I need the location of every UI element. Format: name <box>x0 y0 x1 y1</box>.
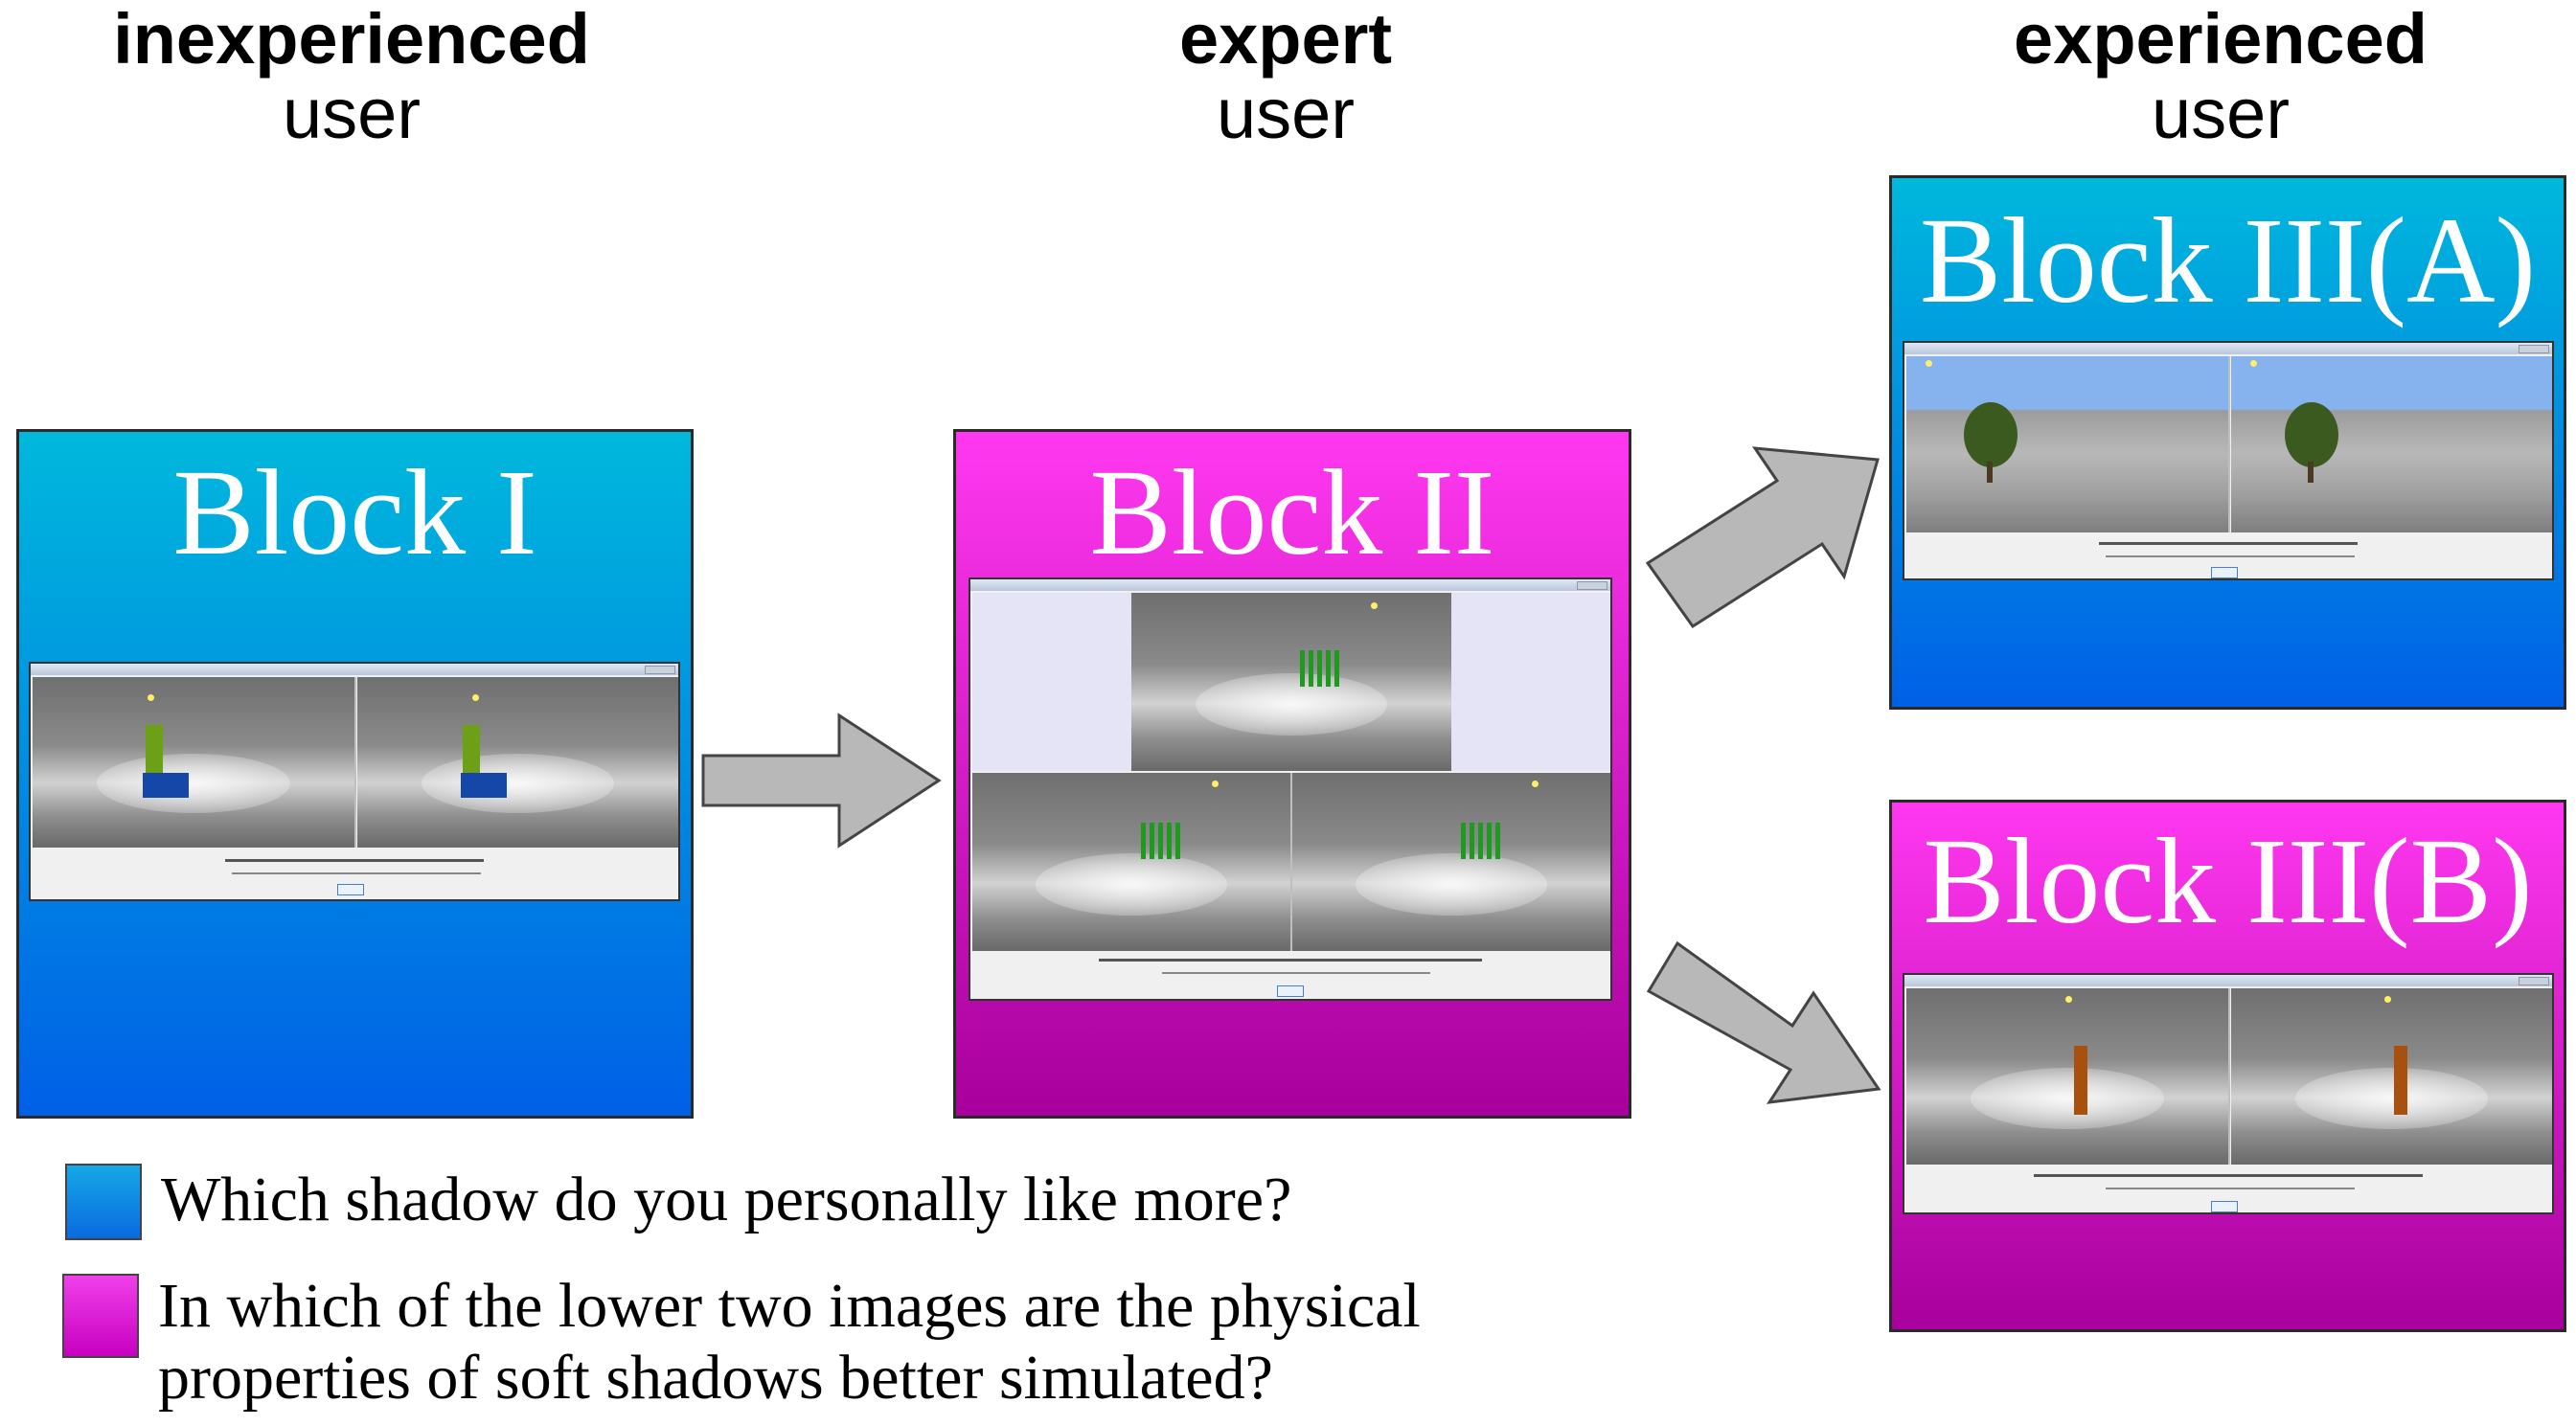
block-3a: Block III(A) <box>1889 175 2566 710</box>
arrow-block2-to-block3a <box>1645 446 1880 629</box>
ok-button <box>1277 985 1304 997</box>
ok-button <box>2211 567 2238 578</box>
arrow-block2-to-block3b <box>1646 940 1881 1104</box>
window-titlebar <box>1904 975 2552 986</box>
light-source <box>1532 781 1539 787</box>
green-fence <box>1300 650 1342 687</box>
block-3b: Block III(B) <box>1889 800 2566 1332</box>
header-inexperienced-label: inexperienced <box>113 0 590 79</box>
side-panel-left <box>972 593 1131 771</box>
light-spot <box>1356 852 1547 916</box>
light-source <box>2250 360 2257 367</box>
scene-left <box>1906 356 2228 532</box>
view-divider <box>1290 773 1292 951</box>
tree-trunk <box>1987 462 1993 483</box>
block-1: Block I <box>16 429 694 1119</box>
header-inexperienced-user: inexperienced user <box>16 0 687 154</box>
block-2-screenshot <box>969 577 1612 1001</box>
question-text-line <box>224 859 485 862</box>
scene-lower-left <box>972 773 1290 951</box>
light-spot <box>1195 672 1388 736</box>
green-pillar <box>463 725 480 787</box>
window-buttons <box>645 666 675 674</box>
tree-canopy <box>1964 402 2017 467</box>
rating-scale <box>2106 555 2355 557</box>
scene-left <box>33 677 354 848</box>
window-buttons <box>2519 345 2549 353</box>
rating-scale <box>1162 972 1430 974</box>
scene-right <box>357 677 678 848</box>
block-3b-screenshot <box>1903 973 2554 1214</box>
light-spot <box>2295 1067 2488 1130</box>
block-3a-screenshot <box>1903 341 2554 580</box>
green-fence <box>1141 823 1183 859</box>
legend-text-blue: Which shadow do you personally like more… <box>161 1165 1292 1234</box>
block-1-title: Block I <box>172 444 537 580</box>
window-titlebar <box>970 579 1610 591</box>
rating-scale <box>232 872 481 874</box>
window-buttons <box>2519 977 2549 985</box>
legend-swatch-blue <box>65 1164 142 1240</box>
rating-scale <box>2106 1188 2355 1189</box>
ok-button <box>337 884 364 895</box>
block-3a-title: Block III(A) <box>1919 192 2537 328</box>
header-expert-user: expert user <box>950 0 1621 154</box>
ok-button <box>2211 1201 2238 1212</box>
light-spot <box>1036 852 1227 916</box>
wooden-post <box>2394 1046 2407 1115</box>
window-titlebar <box>31 664 678 675</box>
header-experienced-label: experienced <box>2014 0 2428 79</box>
light-spot <box>1971 1067 2164 1130</box>
header-experienced-user-label: user <box>2152 74 2290 154</box>
block-2: Block II <box>953 429 1631 1119</box>
green-fence <box>1461 823 1503 859</box>
question-text-line <box>2034 1174 2423 1177</box>
window-titlebar <box>1904 343 2552 354</box>
header-experienced-user: experienced user <box>1885 0 2556 154</box>
header-expert-label: expert <box>1178 0 1393 79</box>
side-panel-right <box>1451 593 1610 771</box>
light-source <box>2384 996 2391 1003</box>
legend-swatch-pink <box>62 1274 139 1358</box>
light-source <box>1212 781 1219 787</box>
scene-lower-right <box>1292 773 1610 951</box>
blue-box <box>461 773 507 798</box>
light-source <box>2065 996 2072 1003</box>
scene-right <box>2231 988 2552 1165</box>
legend-text-pink-line1: In which of the lower two images are the… <box>158 1271 1421 1341</box>
wooden-post <box>2074 1046 2087 1115</box>
light-spot <box>422 754 614 814</box>
block-1-screenshot <box>29 662 680 901</box>
green-pillar <box>146 725 163 787</box>
question-text-line <box>1098 959 1483 962</box>
header-inexperienced-user-label: user <box>283 74 421 154</box>
light-source <box>1926 360 1932 367</box>
light-spot <box>97 754 290 814</box>
scene-right <box>2231 356 2552 532</box>
scene-left <box>1906 988 2228 1165</box>
arrow-block1-to-block2 <box>701 713 942 849</box>
view-divider <box>2228 988 2230 1165</box>
question-text-line <box>2098 542 2359 545</box>
tree-trunk <box>2308 462 2314 483</box>
scene-reference <box>1131 593 1451 771</box>
view-divider <box>354 677 356 848</box>
blue-box <box>143 773 189 798</box>
header-expert-user-label: user <box>1217 74 1355 154</box>
block-2-title: Block II <box>1089 444 1495 580</box>
light-source <box>472 694 479 701</box>
block-3b-title: Block III(B) <box>1923 813 2533 949</box>
window-buttons <box>1577 581 1607 590</box>
legend-text-pink-line2: properties of soft shadows better simula… <box>158 1343 1273 1413</box>
light-source <box>148 694 154 701</box>
light-source <box>1371 602 1378 609</box>
view-divider <box>2228 356 2230 532</box>
tree-canopy <box>2285 402 2338 467</box>
